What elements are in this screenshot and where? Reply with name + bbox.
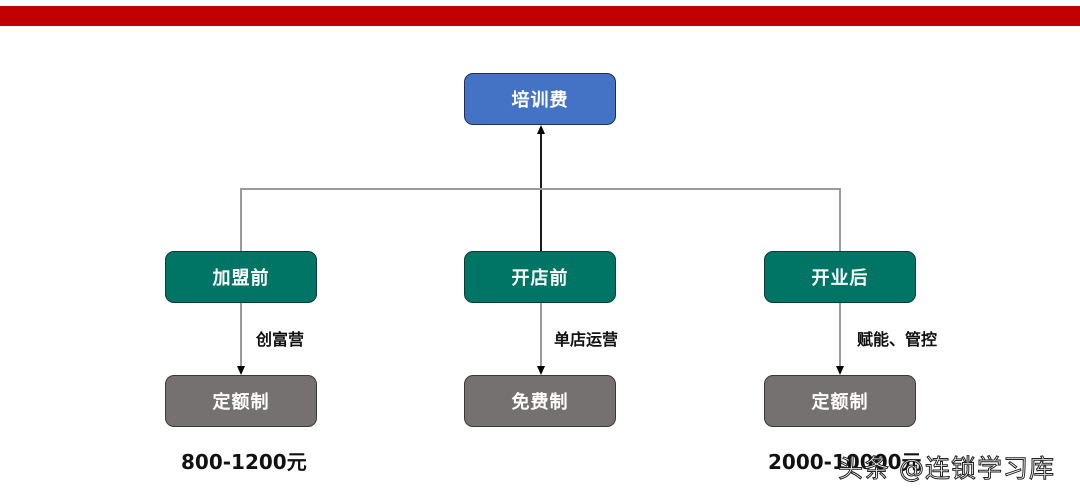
price-label-3: 2000-10000元: [768, 450, 922, 474]
stage-node-label: 加盟前: [212, 268, 270, 289]
arrow-down-icon: [537, 366, 545, 375]
model-node-label: 定额制: [212, 392, 270, 413]
edge-label-1: 创富营: [256, 330, 305, 349]
root-node-label: 培训费: [511, 90, 569, 111]
model-node-label: 免费制: [511, 392, 569, 413]
stage-node-before-franchise: 加盟前: [165, 251, 317, 303]
connector-left-drop: [240, 188, 242, 251]
connector-horizontal: [240, 188, 840, 190]
edge-label-3: 赋能、管控: [857, 330, 938, 349]
watermark-text: 头条 @连锁学习库: [838, 454, 1055, 484]
model-node-free: 免费制: [464, 375, 616, 427]
price-label-1: 800-1200元: [181, 450, 307, 474]
root-node-training-fee: 培训费: [464, 73, 616, 125]
stage-node-label: 开店前: [511, 268, 569, 289]
header-bar: [0, 6, 1080, 26]
connector-root-trunk: [540, 133, 542, 251]
arrow-up-icon: [537, 125, 545, 134]
stage-node-before-opening: 开店前: [464, 251, 616, 303]
stage-node-label: 开业后: [811, 268, 869, 289]
stage-node-after-opening: 开业后: [764, 251, 916, 303]
edge-label-2: 单店运营: [554, 330, 619, 349]
arrow-down-icon: [237, 366, 245, 375]
connector-right-drop: [839, 188, 841, 251]
connector-down-2: [540, 303, 542, 367]
model-node-fixed-2: 定额制: [764, 375, 916, 427]
connector-down-3: [839, 303, 841, 367]
model-node-label: 定额制: [811, 392, 869, 413]
model-node-fixed-1: 定额制: [165, 375, 317, 427]
connector-down-1: [240, 303, 242, 367]
arrow-down-icon: [836, 366, 844, 375]
